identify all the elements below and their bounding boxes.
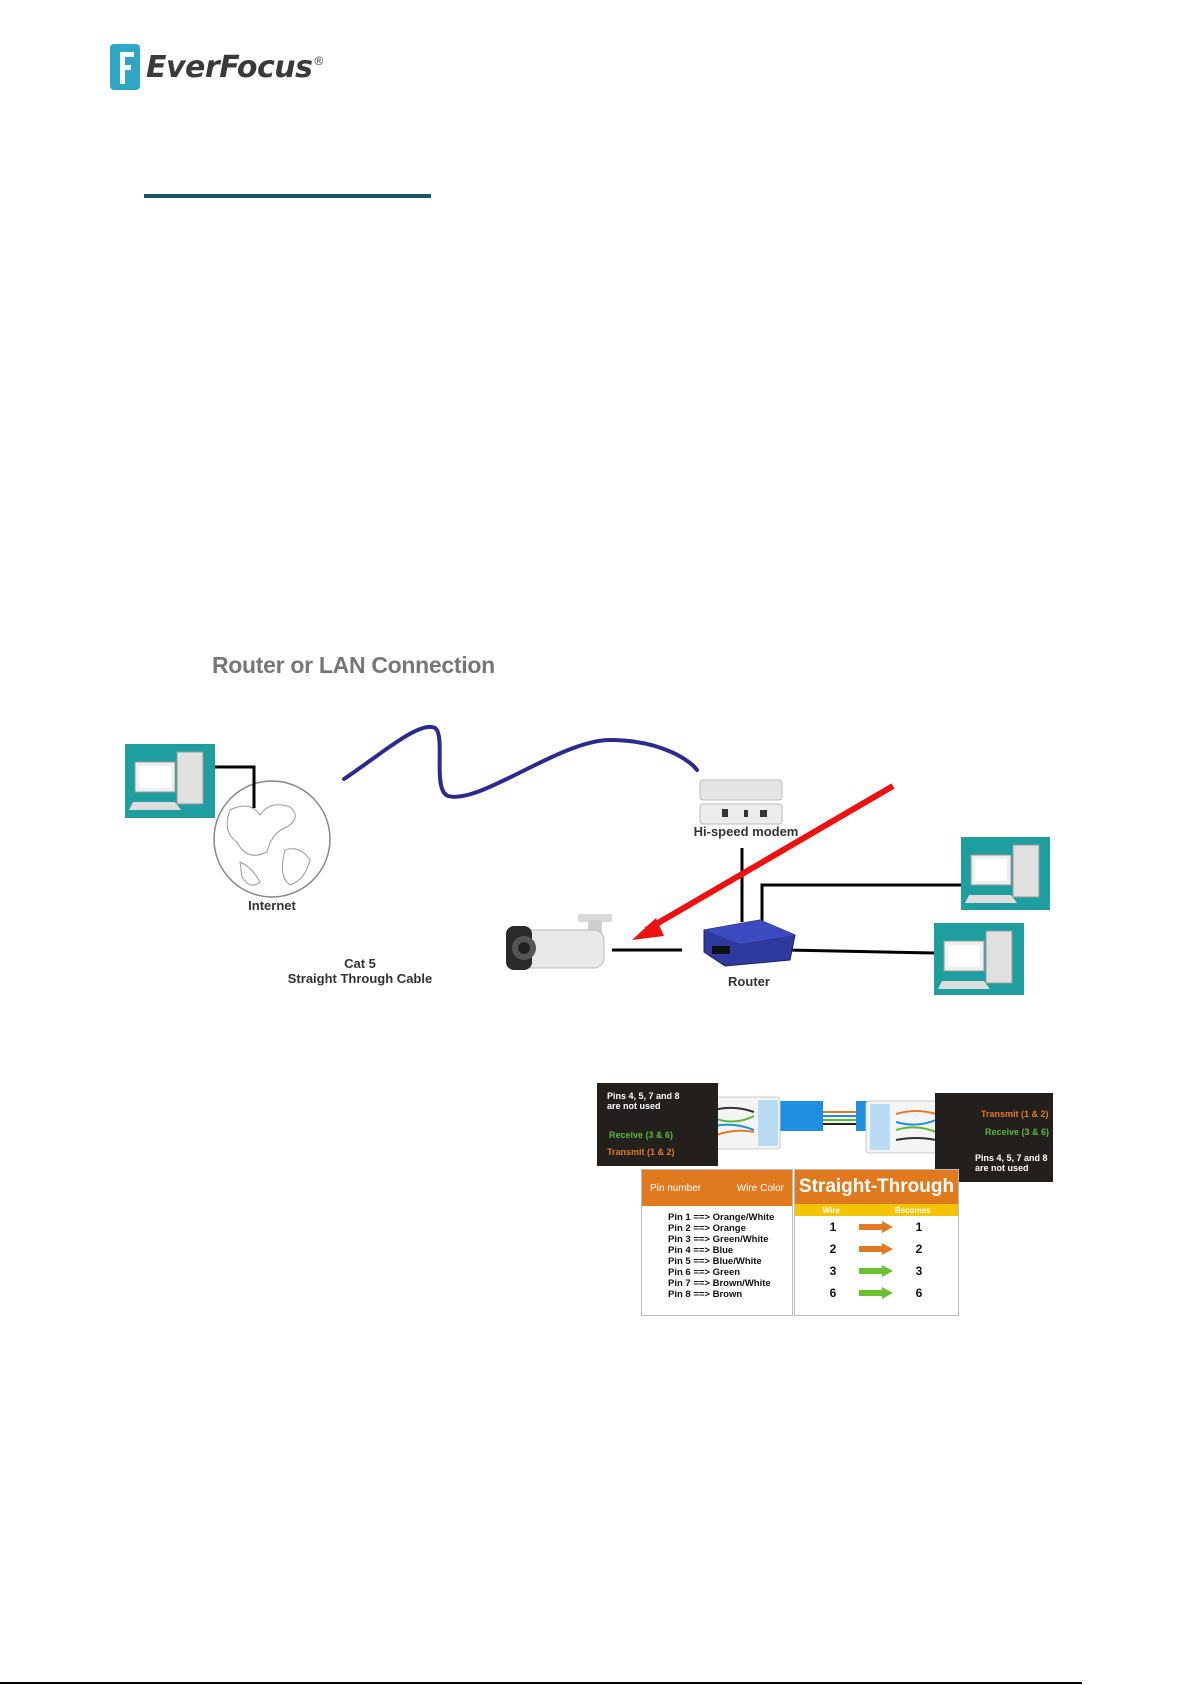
right-note-line1: Pins 4, 5, 7 and 8 <box>975 1153 1048 1163</box>
straight-through-subheader: Wire Becomes <box>795 1204 958 1216</box>
right-unused-note: Pins 4, 5, 7 and 8 are not used <box>975 1153 1048 1173</box>
becomes-number: 1 <box>915 1220 923 1234</box>
pin-row: Pin 7 ==> Brown/White <box>668 1278 771 1289</box>
left-connector-panel: Pins 4, 5, 7 and 8 are not used Receive … <box>597 1083 718 1166</box>
brand-logo: EverFocus ® <box>110 42 323 92</box>
diagram-title: Router or LAN Connection <box>212 652 495 678</box>
registered-mark: ® <box>314 54 324 68</box>
logo-mark-icon <box>110 44 140 90</box>
pin-row: Pin 6 ==> Green <box>668 1267 741 1278</box>
computer-icon <box>125 744 215 818</box>
cable-label-line2: Straight Through Cable <box>287 971 433 986</box>
wire-number: 2 <box>829 1242 837 1256</box>
left-unused-note: Pins 4, 5, 7 and 8 are not used <box>607 1091 680 1111</box>
computer-icon <box>934 923 1024 995</box>
pin-row: Pin 4 ==> Blue <box>668 1245 734 1256</box>
internet-label: Internet <box>248 898 296 913</box>
router-icon <box>703 919 796 967</box>
becomes-number: 6 <box>915 1286 923 1300</box>
left-receive-label: Receive (3 & 6) <box>609 1130 674 1140</box>
pin-row: Pin 5 ==> Blue/White <box>668 1256 762 1267</box>
hi-speed-modem-icon <box>699 779 783 825</box>
cable-label: Cat 5 Straight Through Cable <box>270 956 450 986</box>
pin-row: Pin 8 ==> Brown <box>668 1289 743 1300</box>
left-note-line1: Pins 4, 5, 7 and 8 <box>607 1091 680 1101</box>
wire-number: 6 <box>829 1286 837 1300</box>
router-label: Router <box>728 974 770 989</box>
pin-table-col2: Wire Color <box>736 1182 784 1194</box>
pin-color-table: Pin number Wire Color Pin 1 ==> Orange/W… <box>641 1169 793 1316</box>
pin-row: Pin 1 ==> Orange/White <box>668 1212 775 1223</box>
pc-to-internet-line <box>215 765 256 808</box>
cable-label-line1: Cat 5 <box>344 956 376 971</box>
left-note-line2: are not used <box>607 1101 661 1111</box>
modem-label: Hi-speed modem <box>693 824 799 839</box>
left-transmit-label: Transmit (1 & 2) <box>607 1147 675 1157</box>
section-heading-rule <box>144 194 431 198</box>
computer-icon <box>961 837 1050 910</box>
internet-globe-icon <box>213 780 331 898</box>
pointer-arrow-icon <box>632 783 895 940</box>
wire-number: 1 <box>829 1220 837 1234</box>
right-arrow-icon <box>859 1221 893 1233</box>
brand-name: EverFocus <box>146 49 313 85</box>
st-col-wire: Wire <box>822 1205 840 1215</box>
pin-table-header: Pin number Wire Color <box>642 1170 792 1206</box>
right-arrow-icon <box>859 1243 893 1255</box>
footer-rule <box>0 1682 1082 1684</box>
internet-link-cable <box>342 724 699 799</box>
right-note-line2: are not used <box>975 1163 1029 1173</box>
st-col-becomes: Becomes <box>894 1205 931 1215</box>
pin-table-col1: Pin number <box>650 1182 702 1194</box>
becomes-number: 3 <box>915 1264 923 1278</box>
right-transmit-label: Transmit (1 & 2) <box>981 1109 1049 1119</box>
ip-camera-icon <box>506 914 612 970</box>
right-arrow-icon <box>859 1265 893 1277</box>
wire-number: 3 <box>829 1264 837 1278</box>
right-arrow-icon <box>859 1287 893 1299</box>
right-receive-label: Receive (3 & 6) <box>985 1127 1050 1137</box>
pin-row: Pin 2 ==> Orange <box>668 1223 746 1234</box>
pin-row: Pin 3 ==> Green/White <box>668 1234 769 1245</box>
straight-through-title: Straight-Through <box>795 1170 958 1204</box>
right-connector-panel: Transmit (1 & 2) Receive (3 & 6) Pins 4,… <box>935 1093 1053 1182</box>
becomes-number: 2 <box>915 1242 923 1256</box>
router-to-pc2-line <box>760 883 961 935</box>
